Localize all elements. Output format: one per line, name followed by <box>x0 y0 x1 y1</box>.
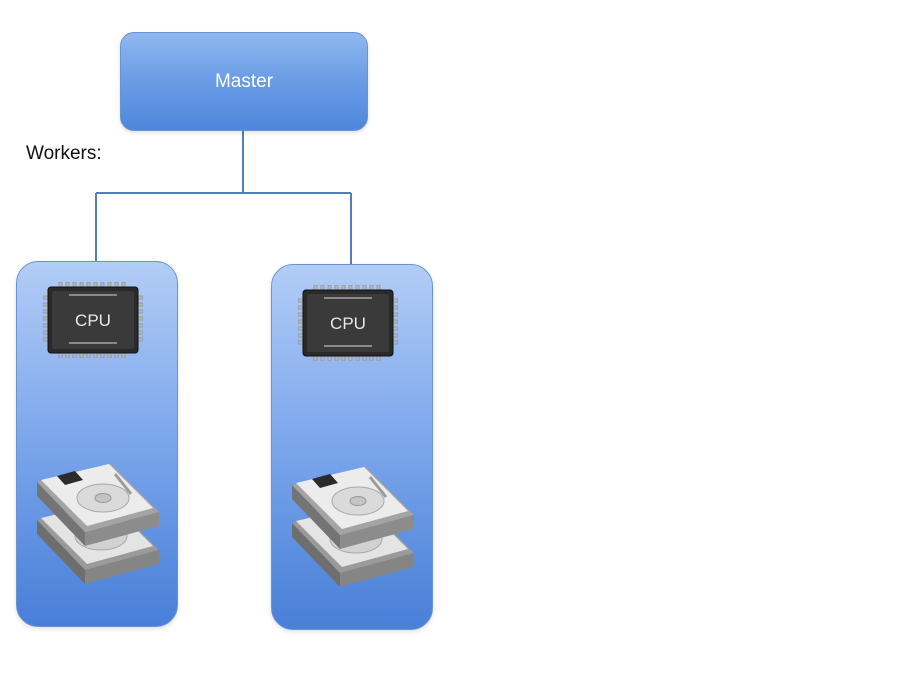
hard-disk-upper <box>292 467 414 549</box>
master-node: Master <box>120 32 368 131</box>
hard-disk-stack-icon <box>292 467 414 587</box>
workers-label: Workers: <box>26 143 102 164</box>
cpu-chip-icon: CPU <box>298 285 398 361</box>
worker-node-2: CPU <box>271 264 433 630</box>
cpu-label: CPU <box>75 311 111 330</box>
cpu-chip-icon: CPU <box>43 282 143 358</box>
hard-disk-stack-icon <box>37 464 159 584</box>
master-label: Master <box>214 70 274 92</box>
hard-disk-upper <box>37 464 159 546</box>
worker-node-1: CPU <box>16 261 178 627</box>
cpu-label: CPU <box>330 314 366 333</box>
